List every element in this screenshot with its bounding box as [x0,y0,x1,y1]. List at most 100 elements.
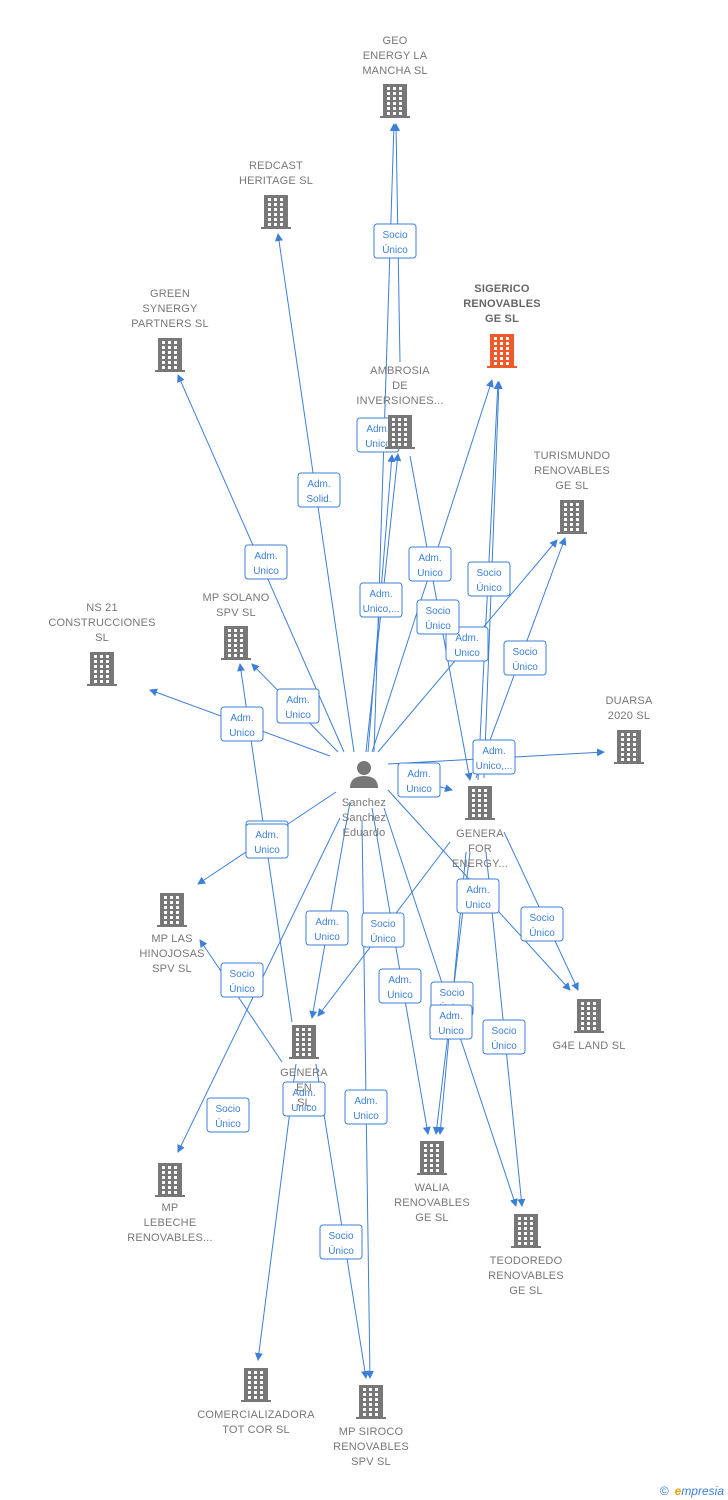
node-label: CONSTRUCCIONES [48,617,155,629]
relation-label-text: Adm. [369,589,392,600]
relation-label-text: Adm. [439,1011,462,1022]
relation-label-box [220,706,264,742]
node-g4e[interactable]: G4E LAND SL [552,999,625,1052]
relation-label-text: Único [370,932,396,945]
node-label: Eduardo [343,827,386,839]
relation-label-person-walia[interactable]: Adm.Unico [378,968,422,1004]
relation-label-box [408,546,452,582]
node-label: SL [95,632,109,644]
relation-label-person-sigerico[interactable]: Adm.Unico [408,546,452,582]
brand-footer[interactable]: ©empresia [660,1484,724,1498]
building-icon [261,195,291,229]
node-label: GEO [382,35,407,47]
relation-label-person-turismundo[interactable]: Adm.Unico [445,626,489,662]
node-label: COMERCIALIZADORA [197,1409,315,1421]
relation-label-generaen-comercializadora[interactable]: Adm.Unico [282,1081,326,1117]
relation-label-text: Unico [229,728,255,739]
node-label: SPV SL [216,607,256,619]
relation-label-text: Socio [425,606,450,617]
building-icon [385,415,415,449]
node-label: ENERGY... [452,858,508,870]
relation-label-generafor-walia[interactable]: Adm. Unico [429,1004,473,1040]
relation-label-person-g4e[interactable]: Adm.Unico [456,878,500,914]
node-label: GE SL [485,313,519,325]
building-icon [155,338,185,372]
relation-label-box [282,1081,326,1117]
node-lebeche[interactable]: MPLEBECHERENOVABLES... [127,1163,213,1244]
relation-label-text: Único [476,581,502,594]
relation-label-person-redcast[interactable]: Adm.Solid. [297,472,341,508]
building-icon [289,1025,319,1059]
relation-label-person-mpsolano[interactable]: Adm.Unico [276,688,320,724]
relation-label-box [467,561,511,597]
relation-label-person-ambrosia[interactable]: Adm.Unico,... [359,582,403,618]
relation-label-box [344,1089,388,1125]
relation-label-text: Socio [529,913,554,924]
relation-label-box [416,599,460,635]
relation-label-text: Socio [328,1231,353,1242]
relation-label-person-duarsa[interactable]: Adm.Unico,... [472,739,516,775]
node-label: GE SL [415,1212,448,1224]
relation-label-text: Unico [438,1026,464,1037]
node-label: LEBECHE [144,1217,197,1229]
relation-label-generaen-mpsolano[interactable]: Adm. Unico [245,823,289,859]
relation-label-person-green[interactable]: Adm.Unico [244,544,288,580]
node-label: Sanchez [342,812,386,824]
relation-label-person-siroco[interactable]: Adm.Unico [344,1089,388,1125]
node-label: SIGERICO [474,283,530,295]
node-label: GE SL [555,480,588,492]
relation-label-box [359,582,403,618]
relation-label-box [245,823,289,859]
node-label: TURISMUNDO [534,450,611,462]
relation-edge-generaen-hinojosas [199,939,283,1063]
node-label: TOT COR SL [222,1424,290,1436]
node-ambrosia[interactable]: AMBROSIADEINVERSIONES... [356,365,443,449]
building-icon [417,1141,447,1175]
relation-label-person-generafor[interactable]: Adm.Unico [397,762,441,798]
relation-label-text: Adm. [255,830,278,841]
copyright-symbol: © [659,1484,669,1498]
node-label: ENERGY LA [363,50,428,62]
relation-label-text: Socio [229,969,254,980]
node-label: 2020 SL [608,710,650,722]
node-label: DE [392,380,408,392]
node-label: SPV SL [351,1456,391,1468]
relation-label-person-generaen[interactable]: Adm.Unico [305,910,349,946]
relation-label-person-ns21[interactable]: Adm.Unico [220,706,264,742]
relation-label-box [397,762,441,798]
node-comercializadora[interactable]: COMERCIALIZADORA TOT COR SL [197,1368,315,1436]
node-turismundo[interactable]: TURISMUNDO RENOVABLES GE SL [534,450,611,534]
node-label: GE SL [509,1285,542,1297]
node-label: RENOVABLES [534,465,610,477]
node-label: EN [296,1082,312,1094]
node-label: WALIA [415,1182,450,1194]
relation-label-text: Unico [254,845,280,856]
relation-label-box [206,1097,250,1133]
relation-label-text: Socio [512,647,537,658]
node-generafor[interactable]: GENERAFORENERGY... [452,786,508,870]
